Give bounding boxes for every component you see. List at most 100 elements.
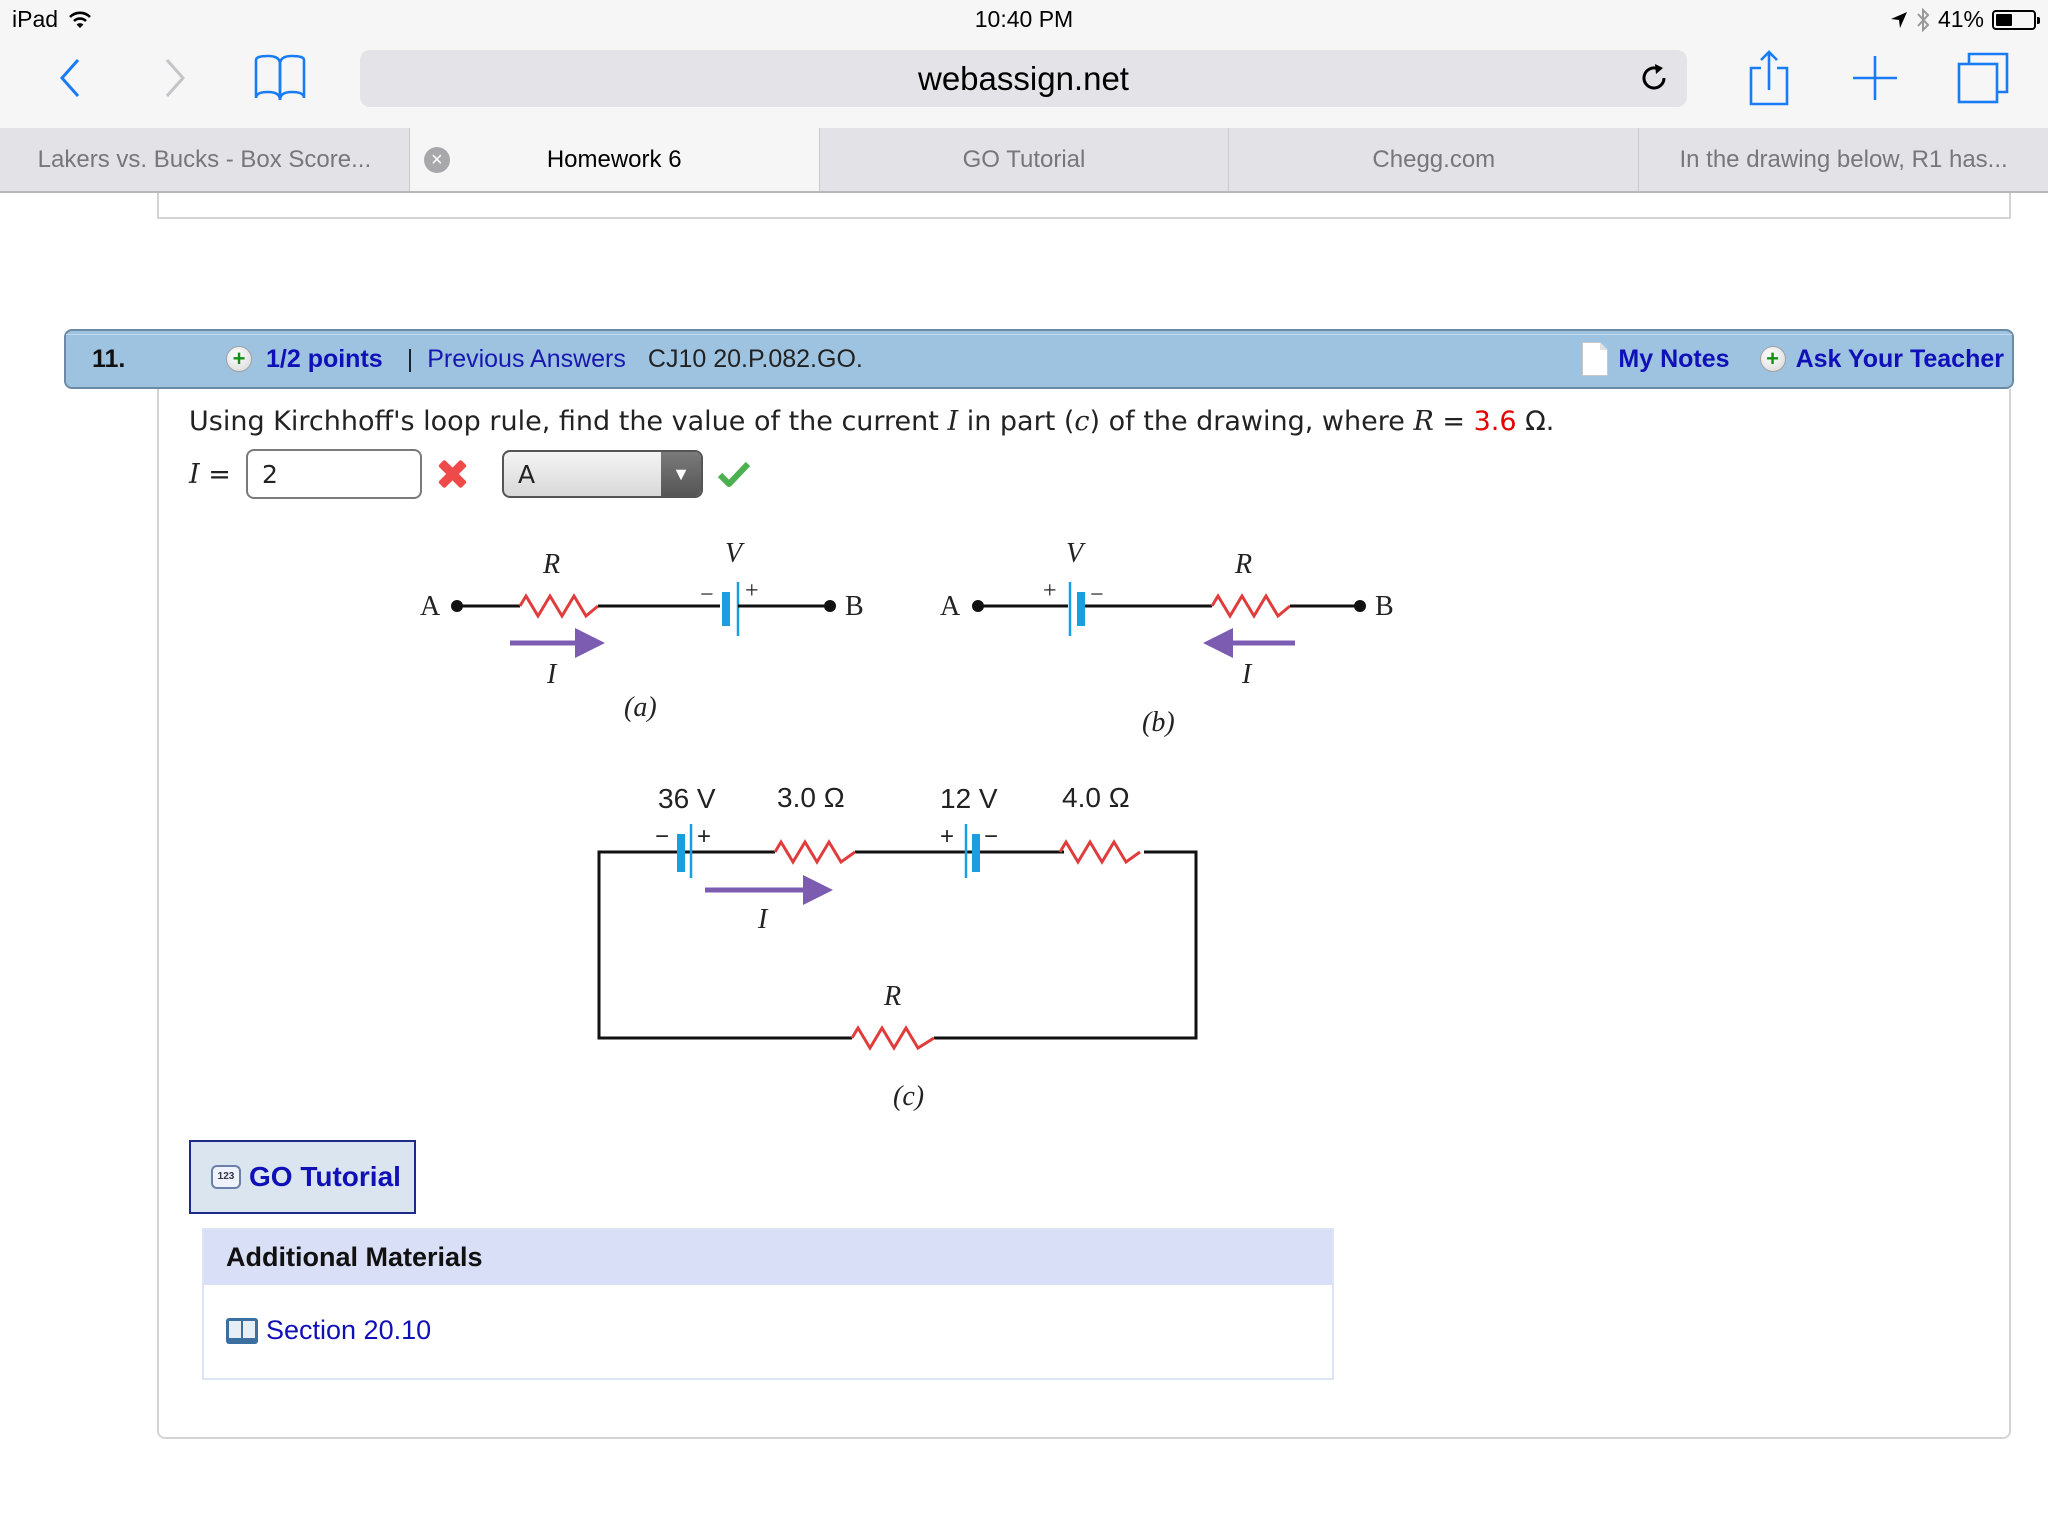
question-code: CJ10 20.P.082.GO. [647, 344, 863, 373]
previous-question-box [157, 193, 2011, 219]
tab-chegg[interactable]: Chegg.com [1228, 128, 1638, 191]
my-notes-link[interactable]: My Notes [1618, 344, 1730, 373]
svg-text:36 V: 36 V [658, 783, 716, 814]
bluetooth-icon [1917, 7, 1930, 32]
section-link-item[interactable]: Section 20.10 [226, 1315, 431, 1346]
notes-icon [1582, 342, 1609, 376]
svg-text:V: V [1066, 538, 1086, 569]
forward-button[interactable] [155, 52, 195, 104]
separator: | [406, 344, 414, 373]
url-text: webassign.net [918, 59, 1129, 97]
battery-percent: 41% [1937, 6, 1984, 32]
tab-label: Chegg.com [1372, 145, 1496, 173]
svg-text:+: + [940, 823, 954, 850]
go-tutorial-button[interactable]: 123 GO Tutorial [189, 1140, 416, 1214]
svg-text:V: V [725, 538, 745, 569]
answer-row: I = A ▼ [189, 449, 751, 499]
circuit-diagram: A B R V − + I (a) A [420, 538, 1394, 1112]
tabs-icon [1957, 52, 2009, 104]
go-tutorial-label: GO Tutorial [249, 1161, 401, 1192]
tab-homework-6[interactable]: × Homework 6 [408, 128, 819, 191]
back-button[interactable] [50, 52, 90, 104]
answer-label: I = [189, 458, 231, 490]
tab-lakers-bucks[interactable]: Lakers vs. Bucks - Box Score... [0, 128, 409, 191]
expand-plus-icon[interactable]: + [226, 346, 252, 372]
svg-text:−: − [1090, 582, 1104, 608]
chevron-right-icon [165, 59, 186, 97]
close-tab-icon[interactable]: × [423, 147, 450, 173]
svg-text:(b): (b) [1142, 707, 1175, 738]
status-right: 41% [1890, 6, 2040, 33]
circuit-b: A B R V + − I (b) [940, 538, 1394, 738]
tab-drawing-r1[interactable]: In the drawing below, R1 has... [1638, 128, 2048, 191]
status-time: 10:40 PM [974, 6, 1074, 32]
bookmarks-button[interactable] [250, 52, 310, 104]
share-button[interactable] [1745, 50, 1793, 106]
svg-text:−: − [700, 582, 714, 608]
plus-icon [1853, 56, 1897, 100]
r-value: 3.6 [1473, 406, 1517, 437]
svg-text:I: I [757, 904, 769, 935]
reload-icon[interactable] [1639, 62, 1671, 94]
svg-text:I: I [546, 659, 558, 690]
tabs-button[interactable] [1955, 52, 2011, 104]
circuit-a: A B R V − + I (a) [420, 538, 864, 723]
question-text: Using Kirchhoff's loop rule, find the va… [189, 406, 1555, 437]
correct-check-icon [717, 461, 751, 487]
question-number: 11. [92, 344, 126, 373]
ask-teacher-link[interactable]: Ask Your Teacher [1795, 344, 2004, 373]
svg-text:R: R [883, 981, 901, 1012]
tab-label: GO Tutorial [962, 145, 1086, 173]
address-bar[interactable]: webassign.net [360, 50, 1687, 107]
svg-text:+: + [1043, 578, 1057, 604]
additional-materials-panel: Additional Materials Section 20.10 [202, 1228, 1334, 1380]
tab-label: Lakers vs. Bucks - Box Score... [37, 145, 372, 173]
svg-text:A: A [940, 591, 961, 622]
wifi-icon [69, 11, 91, 28]
book-icon [226, 1317, 258, 1344]
tab-bar: Lakers vs. Bucks - Box Score... × Homewo… [0, 128, 2048, 193]
browser-chrome: iPad 10:40 PM 41% webassign.net [0, 0, 2048, 193]
svg-text:−: − [655, 823, 669, 850]
question-actions: My Notes + Ask Your Teacher [1582, 342, 2004, 376]
svg-text:3.0 Ω: 3.0 Ω [777, 782, 845, 813]
ask-teacher-plus-icon: + [1759, 346, 1786, 372]
svg-text:+: + [697, 823, 711, 850]
circuit-c: 36 V 3.0 Ω 12 V 4.0 Ω − + + − I R (c) [597, 782, 1198, 1112]
question-points: + 1/2 points | Previous Answers CJ10 20.… [226, 345, 863, 374]
svg-text:(a): (a) [624, 692, 657, 723]
previous-answers-link[interactable]: Previous Answers [427, 344, 626, 373]
unit-selected-value: A [518, 459, 536, 489]
svg-text:4.0 Ω: 4.0 Ω [1062, 782, 1130, 813]
question-content-box [157, 389, 2011, 1439]
location-icon [1890, 11, 1907, 28]
incorrect-x-icon [436, 458, 468, 490]
svg-text:I: I [1241, 659, 1253, 690]
svg-text:B: B [845, 591, 864, 622]
book-icon [254, 54, 306, 101]
svg-text:12 V: 12 V [940, 783, 998, 814]
tab-label: Homework 6 [546, 145, 682, 173]
tutorial-123-icon: 123 [211, 1165, 241, 1189]
svg-text:+: + [745, 578, 759, 604]
share-icon [1749, 50, 1789, 106]
question-header: 11. + 1/2 points | Previous Answers CJ10… [64, 329, 2014, 389]
svg-text:R: R [1234, 549, 1252, 580]
battery-icon [1992, 9, 2040, 30]
current-answer-input[interactable] [246, 449, 422, 499]
dropdown-arrow-icon: ▼ [661, 452, 701, 496]
unit-dropdown[interactable]: A ▼ [502, 450, 703, 498]
svg-text:A: A [420, 591, 441, 622]
points-link[interactable]: 1/2 points [266, 344, 383, 373]
section-20-10-link[interactable]: Section 20.10 [266, 1315, 432, 1345]
svg-text:R: R [542, 549, 560, 580]
svg-text:B: B [1375, 591, 1394, 622]
new-tab-button[interactable] [1850, 52, 1900, 104]
svg-text:−: − [984, 823, 998, 850]
chevron-left-icon [59, 59, 80, 97]
tab-go-tutorial[interactable]: GO Tutorial [818, 128, 1229, 191]
additional-materials-title: Additional Materials [204, 1230, 1332, 1285]
svg-text:(c): (c) [893, 1081, 924, 1112]
tab-label: In the drawing below, R1 has... [1679, 145, 2008, 173]
device-name: iPad [12, 6, 59, 32]
